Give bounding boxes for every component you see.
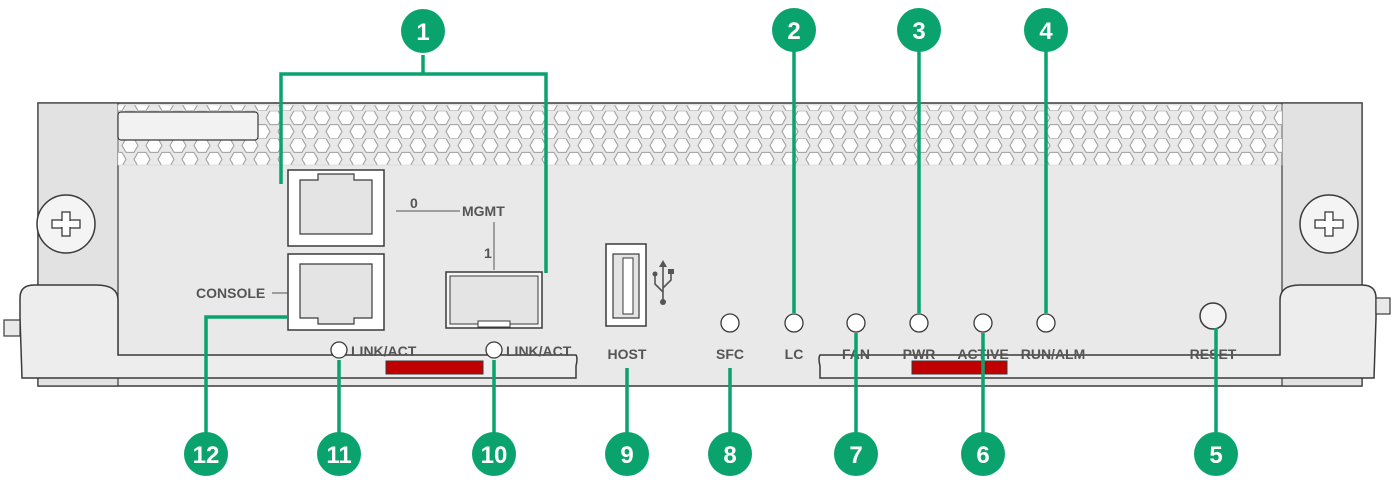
svg-text:4: 4 [1039, 18, 1053, 45]
link-act-led-right [485, 341, 503, 359]
active-led [973, 313, 993, 333]
console-label: CONSOLE [196, 285, 265, 301]
label-plate [117, 111, 259, 141]
svg-text:11: 11 [326, 442, 351, 469]
svg-text:2: 2 [787, 18, 800, 45]
port-1-label: 1 [484, 245, 492, 261]
svg-text:8: 8 [723, 442, 736, 469]
lc-label: LC [785, 346, 804, 362]
right-red-strip [911, 360, 1008, 375]
left-red-strip [385, 360, 484, 375]
svg-text:12: 12 [193, 442, 220, 469]
svg-text:1: 1 [416, 19, 429, 46]
callout-12: 12 [184, 432, 228, 476]
svg-text:10: 10 [481, 442, 508, 469]
right-captive-screw [1299, 194, 1359, 254]
svg-text:3: 3 [912, 18, 925, 45]
svg-text:9: 9 [620, 442, 633, 469]
link-act-left-label: LINK/ACT [351, 343, 417, 359]
callout-5: 5 [1194, 432, 1238, 476]
reset-button[interactable] [1199, 302, 1227, 330]
callout-1: 1 [401, 9, 445, 53]
sfc-label: SFC [716, 346, 744, 362]
card-body [37, 102, 1363, 387]
console-port [287, 253, 385, 331]
callout-6: 6 [961, 432, 1005, 476]
svg-text:6: 6 [976, 442, 989, 469]
svg-text:5: 5 [1209, 442, 1222, 469]
host-label: HOST [608, 346, 647, 362]
callout-8: 8 [708, 432, 752, 476]
callout-11: 11 [317, 432, 361, 476]
callout-2: 2 [772, 8, 816, 52]
usb-host-port [605, 243, 647, 327]
left-captive-screw [36, 194, 96, 254]
port-0-label: 0 [410, 195, 418, 211]
lc-led [784, 313, 804, 333]
callout-7: 7 [834, 432, 878, 476]
mgmt-label: MGMT [462, 203, 505, 219]
left-ejector [3, 284, 578, 379]
callout-9: 9 [605, 432, 649, 476]
usb-icon [652, 260, 674, 305]
run-alm-label: RUN/ALM [1021, 346, 1086, 362]
mgmt-port-0 [287, 169, 385, 247]
sfc-led [720, 313, 740, 333]
right-ejector [818, 284, 1391, 379]
pwr-label: PWR [903, 346, 936, 362]
reset-label: RESET [1190, 346, 1237, 362]
mgmt-port-1-sfp [445, 271, 543, 329]
callout-4: 4 [1024, 8, 1068, 52]
callout-leaders [204, 45, 1218, 435]
link-act-led-left [330, 341, 348, 359]
callout-10: 10 [472, 432, 516, 476]
svg-text:7: 7 [849, 442, 862, 469]
pwr-led [909, 313, 929, 333]
fan-led [846, 313, 866, 333]
callout-3: 3 [897, 8, 941, 52]
run-alm-led [1036, 313, 1056, 333]
link-act-right-label: LINK/ACT [506, 343, 572, 359]
